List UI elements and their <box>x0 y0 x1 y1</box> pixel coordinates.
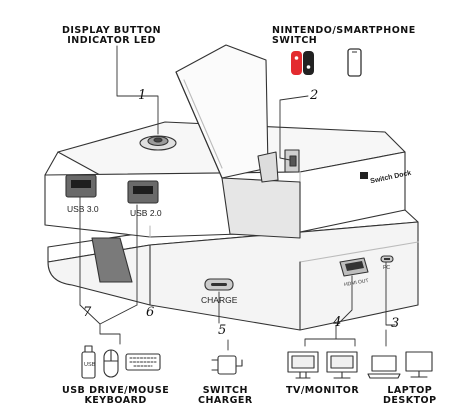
display-button <box>139 135 177 151</box>
callout-number-1: 1 <box>138 88 147 103</box>
charge-label: CHARGE <box>201 295 238 305</box>
logo-mark <box>360 172 368 179</box>
usb20-label: USB 2.0 <box>130 208 162 218</box>
mouse-icon <box>103 349 119 378</box>
desktop-icon <box>405 351 433 378</box>
callout-number-4: 4 <box>333 315 342 330</box>
usb-icon-text: USB <box>84 362 96 368</box>
callout-number-6: 6 <box>146 305 155 320</box>
callout-number-2: 2 <box>310 88 319 103</box>
nintendo-switch-label: NINTENDO/SMARTPHONE SWITCH <box>272 25 416 46</box>
nintendo-switch-icon <box>291 51 314 75</box>
leader-lines <box>79 45 396 351</box>
keyboard-icon <box>125 353 161 371</box>
laptop-icon <box>367 355 401 379</box>
usb-drive-icon <box>81 345 96 379</box>
callout-number-3: 3 <box>391 316 400 331</box>
pc-label: PC <box>383 265 390 271</box>
tv-icon <box>287 351 319 379</box>
laptop-desktop-label: LAPTOP DESKTOP <box>383 385 437 406</box>
usb-devices-label: USB DRIVE/MOUSE KEYBOARD <box>62 385 170 406</box>
smartphone-icon <box>347 48 362 77</box>
callout-number-7: 7 <box>83 305 92 320</box>
callout-number-5: 5 <box>218 323 227 338</box>
usb30-label: USB 3.0 <box>67 204 99 214</box>
dock-stand <box>91 237 133 283</box>
display-button-label: DISPLAY BUTTON INDICATOR LED <box>62 25 162 46</box>
monitor-icon <box>326 351 358 379</box>
tv-monitor-label: TV/MONITOR <box>286 385 360 396</box>
charger-label: SWITCH CHARGER <box>198 385 253 406</box>
charger-icon <box>211 355 243 375</box>
device-cradle <box>175 44 301 239</box>
